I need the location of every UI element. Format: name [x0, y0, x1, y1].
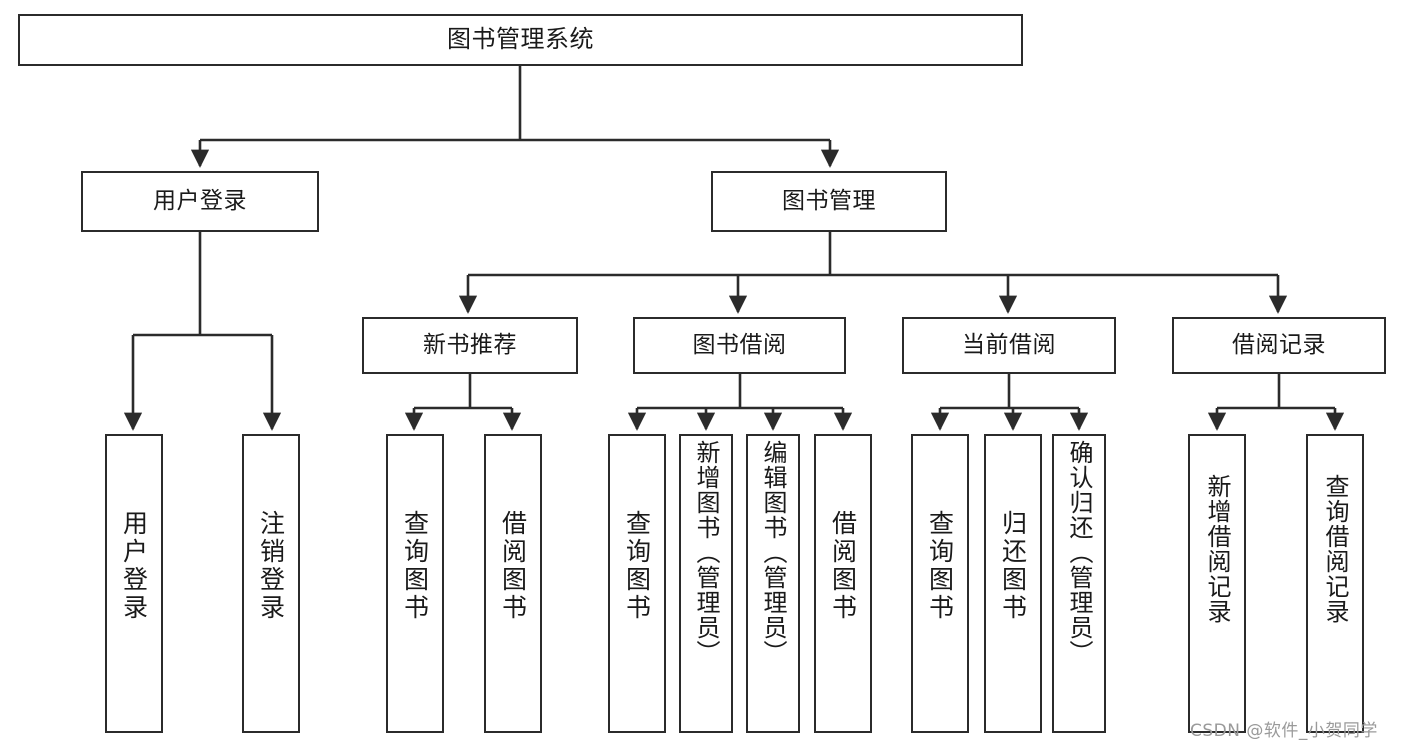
node-borrow-record[interactable]: 借阅记录 — [1172, 317, 1386, 374]
leaf-borrow-book-2[interactable]: 借阅图书 — [814, 434, 872, 733]
leaf-confirm-return[interactable]: 确认归还（管理员） — [1052, 434, 1106, 733]
leaf-add-book-label: 新增图书（管理员） — [692, 440, 720, 665]
leaf-query-book-3[interactable]: 查询图书 — [911, 434, 969, 733]
leaf-borrow-book-1-label: 借阅图书 — [498, 510, 528, 622]
leaf-query-book-1-label: 查询图书 — [400, 510, 430, 622]
leaf-query-book-2[interactable]: 查询图书 — [608, 434, 666, 733]
leaf-borrow-book-2-label: 借阅图书 — [828, 510, 858, 622]
leaf-query-book-1[interactable]: 查询图书 — [386, 434, 444, 733]
leaf-query-record-label: 查询借阅记录 — [1321, 474, 1349, 624]
leaf-add-book[interactable]: 新增图书（管理员） — [679, 434, 733, 733]
node-book-manage[interactable]: 图书管理 — [711, 171, 947, 232]
node-new-book-rec-label: 新书推荐 — [423, 332, 517, 359]
leaf-confirm-return-label: 确认归还（管理员） — [1065, 440, 1093, 665]
node-book-borrow[interactable]: 图书借阅 — [633, 317, 846, 374]
node-book-manage-label: 图书管理 — [782, 188, 876, 215]
leaf-return-book[interactable]: 归还图书 — [984, 434, 1042, 733]
node-user-login-label: 用户登录 — [153, 188, 247, 215]
node-root[interactable]: 图书管理系统 — [18, 14, 1023, 66]
leaf-query-book-3-label: 查询图书 — [925, 510, 955, 622]
node-book-borrow-label: 图书借阅 — [692, 332, 787, 359]
leaf-borrow-book-1[interactable]: 借阅图书 — [484, 434, 542, 733]
leaf-logout[interactable]: 注销登录 — [242, 434, 300, 733]
leaf-query-book-2-label: 查询图书 — [622, 510, 652, 622]
node-new-book-rec[interactable]: 新书推荐 — [362, 317, 578, 374]
leaf-return-book-label: 归还图书 — [998, 510, 1028, 622]
leaf-add-record-label: 新增借阅记录 — [1203, 474, 1231, 624]
csdn-watermark: CSDN @软件_小贺同学 — [1190, 721, 1378, 741]
leaf-add-record[interactable]: 新增借阅记录 — [1188, 434, 1246, 733]
node-current-borrow-label: 当前借阅 — [962, 332, 1056, 359]
leaf-user-login-label: 用户登录 — [119, 510, 149, 622]
node-user-login[interactable]: 用户登录 — [81, 171, 319, 232]
leaf-user-login[interactable]: 用户登录 — [105, 434, 163, 733]
node-borrow-record-label: 借阅记录 — [1232, 332, 1326, 359]
node-current-borrow[interactable]: 当前借阅 — [902, 317, 1116, 374]
node-root-label: 图书管理系统 — [447, 25, 594, 54]
leaf-query-record[interactable]: 查询借阅记录 — [1306, 434, 1364, 733]
leaf-edit-book-label: 编辑图书（管理员） — [759, 440, 787, 665]
leaf-logout-label: 注销登录 — [256, 510, 286, 622]
leaf-edit-book[interactable]: 编辑图书（管理员） — [746, 434, 800, 733]
